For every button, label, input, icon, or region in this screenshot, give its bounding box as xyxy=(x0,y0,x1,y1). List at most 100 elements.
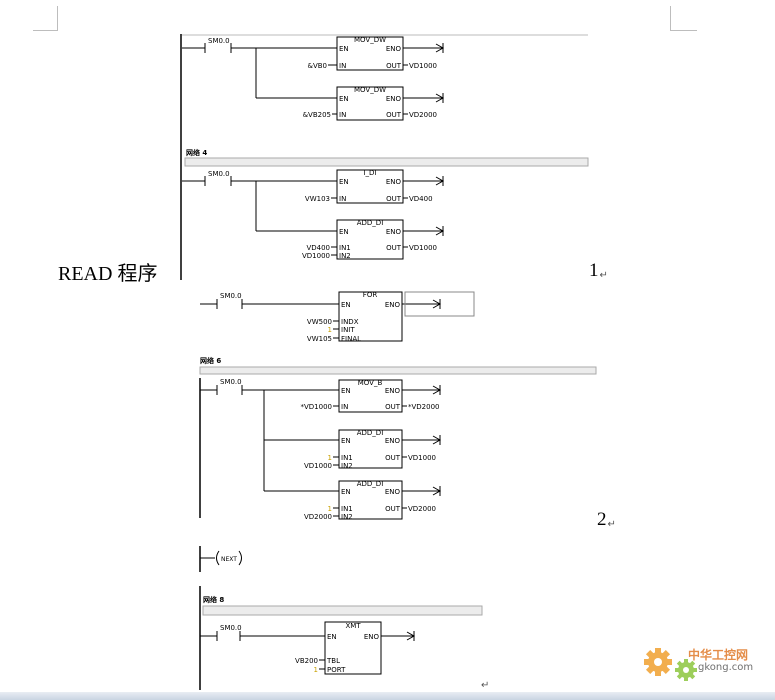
operand-in: VW103 xyxy=(305,195,330,203)
pin-label: INIT xyxy=(341,326,355,334)
contact-label: SM0.0 xyxy=(220,624,242,632)
contact-label: SM0.0 xyxy=(208,37,230,45)
pin-label: EN xyxy=(341,301,351,309)
pin-label: OUT xyxy=(386,244,402,252)
gear-icon xyxy=(644,648,697,681)
operand-in1: 1 xyxy=(328,505,332,513)
operand-in1: VD400 xyxy=(306,244,330,252)
pin-label: ENO xyxy=(386,178,402,186)
pin-label: ENO xyxy=(386,45,402,53)
operand-out: VD1000 xyxy=(408,454,436,462)
operand-port: 1 xyxy=(314,666,318,674)
operand-in2: VD1000 xyxy=(302,252,330,260)
pin-label: PORT xyxy=(327,666,346,674)
operand-in2: VD1000 xyxy=(304,462,332,470)
eno-arrows-1 xyxy=(435,43,445,236)
network-label: 网络 8 xyxy=(203,595,224,604)
pin-label: ENO xyxy=(385,488,401,496)
ladder-image-3 xyxy=(199,546,483,690)
pin-label: EN xyxy=(339,95,349,103)
operand-in1: 1 xyxy=(328,454,332,462)
pin-label: FINAL xyxy=(341,335,361,343)
paragraph-mark: ↵ xyxy=(607,519,616,530)
gkong-watermark: 中华工控网 gkong.com xyxy=(640,632,770,688)
block-title: XMT xyxy=(345,622,361,630)
pin-label: EN xyxy=(339,45,349,53)
pin-label: IN1 xyxy=(341,454,353,462)
watermark-brand: 中华工控网 xyxy=(688,648,749,662)
contact-label: SM0.0 xyxy=(220,378,242,386)
network-label: 网络 4 xyxy=(186,148,207,157)
figure-number: 1 xyxy=(589,260,599,281)
pin-label: IN xyxy=(341,403,348,411)
block-title: FOR xyxy=(363,291,378,299)
pin-label: EN xyxy=(341,488,351,496)
pin-label: OUT xyxy=(385,454,401,462)
figure-number-2: 2↵ xyxy=(597,509,616,531)
pin-label: EN xyxy=(341,387,351,395)
watermark-domain: gkong.com xyxy=(698,662,754,673)
pin-label: ENO xyxy=(385,301,401,309)
pin-label: ENO xyxy=(386,95,402,103)
pin-label: IN xyxy=(339,195,346,203)
pin-label: INDX xyxy=(341,318,359,326)
pin-label: EN xyxy=(339,228,349,236)
pin-label: TBL xyxy=(326,657,340,665)
block-title: MOV_DW xyxy=(354,86,386,94)
pin-label: OUT xyxy=(385,505,401,513)
contact-label: SM0.0 xyxy=(208,170,230,178)
operand-in: *VD1000 xyxy=(301,403,333,411)
pin-label: ENO xyxy=(386,228,402,236)
operand-tbl: VB200 xyxy=(295,657,318,665)
margin-corner-top-right xyxy=(670,6,697,31)
operand-out: *VD2000 xyxy=(408,403,440,411)
operand-out: VD2000 xyxy=(408,505,436,513)
operand-init: 1 xyxy=(328,326,332,334)
block-title: I_DI xyxy=(363,169,376,177)
pin-label: OUT xyxy=(386,111,402,119)
eno-arrows-2 xyxy=(432,299,442,496)
figure-number-1: 1↵ xyxy=(589,260,608,282)
contact-label: SM0.0 xyxy=(220,292,242,300)
block-title: ADD_DI xyxy=(357,219,384,227)
pin-label: IN xyxy=(339,62,346,70)
block-title: MOV_DW xyxy=(354,36,386,44)
pin-label: EN xyxy=(341,437,351,445)
pin-label: OUT xyxy=(386,62,402,70)
operand-in: &VB205 xyxy=(303,111,331,119)
figure-number: 2 xyxy=(597,509,607,530)
pin-label: IN2 xyxy=(341,513,353,521)
paragraph-mark: ↵ xyxy=(481,680,490,691)
next-coil-label: NEXT xyxy=(221,556,237,563)
pin-label: ENO xyxy=(364,633,380,641)
pin-label: IN2 xyxy=(339,252,351,260)
margin-corner-top-left xyxy=(33,6,58,31)
operand-out: VD1000 xyxy=(409,244,437,252)
pin-label: IN xyxy=(339,111,346,119)
operand-final: VW105 xyxy=(307,335,332,343)
pin-label: EN xyxy=(327,633,337,641)
pin-label: OUT xyxy=(385,403,401,411)
pin-label: IN2 xyxy=(341,462,353,470)
operand-in2: VD2000 xyxy=(304,513,332,521)
read-program-heading: READ 程序 xyxy=(58,263,158,285)
paragraph-mark: ↵ xyxy=(599,270,608,281)
block-title: ADD_DI xyxy=(357,480,384,488)
operand-indx: VW500 xyxy=(307,318,332,326)
pin-label: ENO xyxy=(385,437,401,445)
operand-in: &VB0 xyxy=(307,62,327,70)
pin-label: EN xyxy=(339,178,349,186)
window-bottom-bar xyxy=(0,692,775,700)
operand-out: VD1000 xyxy=(409,62,437,70)
pin-label: IN1 xyxy=(339,244,351,252)
ladder-image-1 xyxy=(180,34,589,280)
pin-label: IN1 xyxy=(341,505,353,513)
network-label: 网络 6 xyxy=(200,356,221,365)
block-title: ADD_DI xyxy=(357,429,384,437)
pin-label: ENO xyxy=(385,387,401,395)
block-title: MOV_B xyxy=(358,379,383,387)
operand-out: VD400 xyxy=(409,195,433,203)
operand-out: VD2000 xyxy=(409,111,437,119)
